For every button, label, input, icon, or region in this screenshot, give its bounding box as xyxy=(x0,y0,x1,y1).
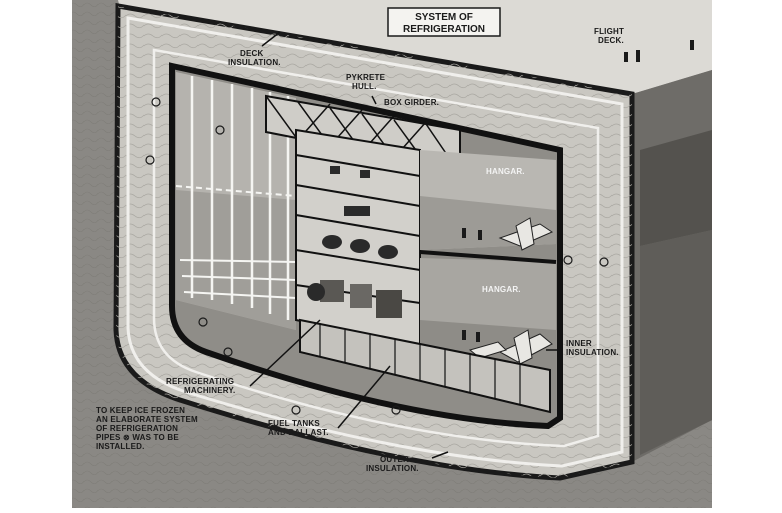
label-deck-insulation-2: INSULATION. xyxy=(228,58,281,67)
aircraft-upper xyxy=(498,217,554,251)
label-pykrete-2: HULL. xyxy=(352,82,377,91)
note-line-1: TO KEEP ICE FROZEN xyxy=(96,406,185,415)
flight-deck-surface xyxy=(118,0,712,94)
label-deck-insulation-1: DECK xyxy=(240,49,263,58)
title-box xyxy=(387,7,501,37)
label-inner-insulation-2: INSULATION. xyxy=(566,348,619,357)
label-fuel-tanks-2: AND BALLAST. xyxy=(268,428,329,437)
note-line-5: INSTALLED. xyxy=(96,442,145,451)
label-flight-deck-1: FLIGHT xyxy=(594,27,624,36)
outer-insulation-line xyxy=(126,16,624,468)
floor-pipes xyxy=(175,185,297,299)
title-line-2: REFRIGERATION xyxy=(403,24,485,35)
label-hangar-lower: HANGAR. xyxy=(482,285,521,294)
label-outer-insulation-1: OUTER xyxy=(380,455,409,464)
inner-insulation-line xyxy=(152,48,600,448)
hangar-deck xyxy=(419,250,557,264)
label-outer-insulation-2: INSULATION. xyxy=(366,464,419,473)
note-line-3: OF REFRIGERATION xyxy=(96,424,178,433)
label-fuel-tanks-1: FUEL TANKS xyxy=(268,419,320,428)
title-line-1: SYSTEM OF xyxy=(415,12,473,23)
hull-side-lower xyxy=(640,230,712,455)
leader-lines xyxy=(249,31,560,459)
label-inner-insulation-1: INNER xyxy=(566,339,592,348)
aircraft-lower xyxy=(468,329,553,365)
refrigeration-pipe-symbols xyxy=(145,97,609,415)
crew-figures xyxy=(462,40,694,342)
ballast-lattice xyxy=(319,324,521,404)
fuel-tanks-ballast xyxy=(299,318,551,414)
note-line-2: AN ELABORATE SYSTEM xyxy=(96,415,198,424)
hull-side-shadow xyxy=(640,130,712,246)
note-line-4: PIPES ⊗ WAS TO BE xyxy=(96,433,179,442)
label-pykrete-1: PYKRETE xyxy=(346,73,386,82)
label-flight-deck-2: DECK. xyxy=(598,36,624,45)
label-refrigerating-1: REFRIGERATING xyxy=(166,377,234,386)
label-hangar-upper: HANGAR. xyxy=(486,167,525,176)
label-box-girder: BOX GIRDER. xyxy=(384,98,439,107)
machinery-units xyxy=(307,166,402,318)
label-refrigerating-2: MACHINERY. xyxy=(184,386,235,395)
